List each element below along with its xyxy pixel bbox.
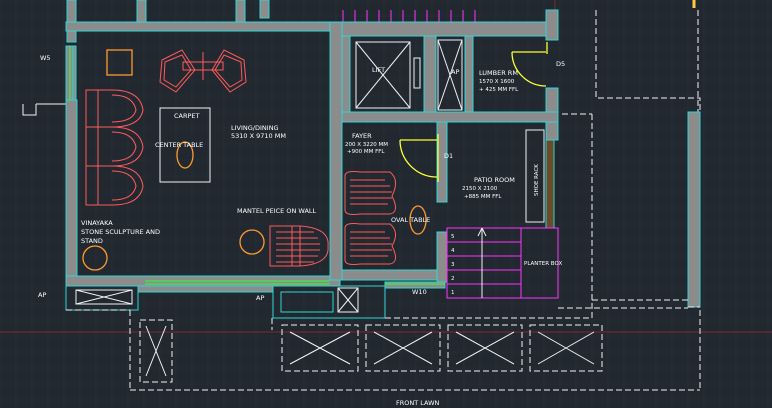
carpet[interactable] bbox=[159, 107, 211, 183]
stair-number: 5 bbox=[451, 234, 455, 240]
label-mantel: MANTEL PEICE ON WALL bbox=[237, 207, 317, 215]
foyer-patio-walls bbox=[341, 121, 555, 283]
oval-table[interactable] bbox=[409, 205, 427, 235]
staircase[interactable] bbox=[446, 227, 522, 299]
label-sculpture-3: STAND bbox=[81, 237, 103, 245]
sofa-pair-bottom[interactable] bbox=[269, 225, 329, 267]
tag-ap-left: AP bbox=[38, 291, 46, 299]
door-d5[interactable] bbox=[511, 42, 548, 87]
sculpture-stand[interactable] bbox=[82, 245, 108, 271]
window-tag-w10: W10 bbox=[412, 288, 427, 296]
label-sculpture-1: VINAYAKA bbox=[81, 219, 113, 227]
window-w5[interactable] bbox=[65, 45, 77, 101]
planter-box[interactable] bbox=[520, 227, 559, 299]
room-level-foyer: +900 MM FFL bbox=[347, 149, 385, 155]
room-dims-patio: 2150 X 2100 bbox=[462, 186, 498, 192]
room-level-lumber: + 425 MM FFL bbox=[479, 87, 519, 93]
bottom-wall-strip bbox=[65, 280, 446, 319]
mantel-piece[interactable] bbox=[239, 229, 265, 255]
label-planter-box: PLANTER BOX bbox=[524, 261, 562, 267]
room-dims-lumber: 1570 X 1600 bbox=[479, 79, 515, 85]
sofa-pair-top[interactable] bbox=[159, 49, 247, 93]
room-name-lift: LIFT bbox=[372, 66, 385, 74]
top-left-walls bbox=[22, 0, 270, 116]
top-stair-ticks bbox=[342, 10, 476, 22]
stair-number: 2 bbox=[451, 276, 455, 282]
window-tag-w5: W5 bbox=[40, 54, 51, 62]
label-center-table: CENTER TABLE bbox=[155, 141, 203, 149]
door-tag-d1: D1 bbox=[444, 152, 453, 160]
room-level-patio: +885 MM FFL bbox=[464, 194, 502, 200]
stair-number: 3 bbox=[451, 262, 455, 268]
right-outlines bbox=[66, 0, 701, 391]
label-oval-table: OVAL TABLE bbox=[391, 216, 430, 224]
ap-duct bbox=[437, 39, 463, 111]
lift-block-walls bbox=[341, 9, 559, 141]
label-carpet: CARPET bbox=[174, 112, 200, 120]
room-name-patio: PATIO ROOM bbox=[474, 176, 515, 184]
lift-shaft[interactable] bbox=[355, 41, 421, 109]
shoe-rack[interactable] bbox=[525, 129, 545, 223]
foyer-chairs[interactable] bbox=[344, 171, 396, 265]
side-table[interactable] bbox=[106, 49, 133, 76]
label-front-lawn: FRONT LAWN bbox=[396, 399, 440, 407]
stair-number: 4 bbox=[451, 248, 455, 254]
label-sculpture-2: STONE SCULPTURE AND bbox=[81, 228, 160, 236]
room-name-foyer: FAYER bbox=[352, 132, 372, 140]
front-lawn-planters bbox=[139, 319, 603, 383]
room-name-living: LIVING/DINING bbox=[231, 124, 279, 132]
room-name-lumber: LUMBER RM bbox=[479, 69, 518, 77]
door-tag-d5: D5 bbox=[556, 60, 565, 68]
label-ap-duct: AP bbox=[451, 68, 459, 76]
tag-ap-mid: AP bbox=[256, 294, 264, 302]
door-d1[interactable] bbox=[399, 134, 439, 182]
room-dims-living: 5310 X 9710 MM bbox=[231, 132, 286, 140]
label-shoe-rack: SHOE RACK bbox=[534, 164, 540, 196]
sofa-three-seater[interactable] bbox=[85, 89, 144, 206]
room-dims-foyer: 200 X 3220 MM bbox=[345, 142, 388, 148]
stair-number: 1 bbox=[451, 290, 455, 296]
